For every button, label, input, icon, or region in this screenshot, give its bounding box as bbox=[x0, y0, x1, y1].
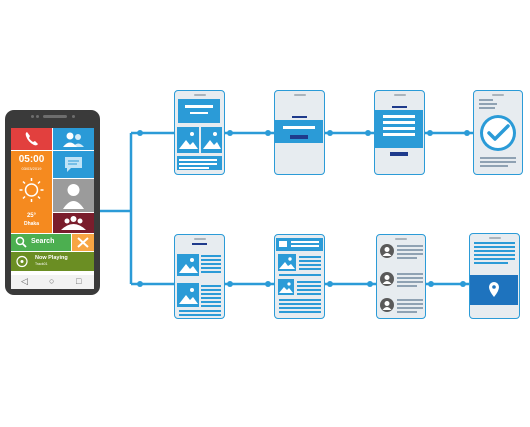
contacts-icon bbox=[63, 132, 84, 147]
clock-time: 05:00 bbox=[18, 154, 45, 165]
home-icon[interactable]: ○ bbox=[49, 276, 55, 286]
image-icon bbox=[201, 127, 222, 153]
phone-icon bbox=[25, 132, 38, 146]
group-tile[interactable] bbox=[53, 213, 94, 233]
front-camera bbox=[72, 115, 75, 118]
wireframe-success-screen bbox=[473, 90, 523, 175]
search-label: Search bbox=[31, 238, 55, 245]
now-playing-track: Track01 bbox=[35, 262, 48, 266]
user-icon bbox=[63, 184, 84, 209]
wireframe-contacts-list-screen bbox=[376, 234, 426, 319]
city-name: Dhaka bbox=[23, 221, 39, 227]
phone-nav-bar: ◁ ○ □ bbox=[11, 275, 94, 289]
home-screen: 05:00 03/03/2019 25° Dhaka bbox=[11, 128, 94, 275]
wireframe-map-screen bbox=[469, 233, 520, 319]
checkmark-icon bbox=[480, 115, 516, 151]
image-icon bbox=[278, 254, 296, 271]
search-button[interactable]: Search bbox=[11, 234, 71, 251]
tools-icon bbox=[77, 237, 89, 248]
map-area bbox=[470, 275, 518, 305]
camera-dot bbox=[31, 115, 34, 118]
wireframe-form-screen bbox=[374, 90, 425, 175]
now-playing-bar[interactable]: Now Playing Track01 bbox=[11, 252, 94, 271]
main-phone: 05:00 03/03/2019 25° Dhaka bbox=[5, 110, 100, 295]
contacts-tile[interactable] bbox=[53, 128, 94, 150]
map-pin-icon bbox=[489, 282, 499, 297]
wireframe-gallery-screen bbox=[174, 90, 225, 175]
wireframe-article-screen bbox=[174, 234, 225, 319]
group-icon bbox=[61, 216, 86, 230]
back-icon[interactable]: ◁ bbox=[21, 276, 28, 286]
wireframe-login-screen bbox=[274, 90, 325, 175]
message-tile[interactable] bbox=[53, 151, 94, 178]
speaker-grill bbox=[43, 115, 67, 118]
clock-weather-tile[interactable]: 05:00 03/03/2019 25° Dhaka bbox=[11, 151, 52, 233]
avatar-icon bbox=[380, 298, 394, 312]
image-icon bbox=[177, 127, 199, 153]
avatar-icon bbox=[380, 272, 394, 286]
clock-date: 03/03/2019 bbox=[21, 166, 42, 171]
wireframe-newsfeed-screen bbox=[274, 234, 325, 319]
tools-tile[interactable] bbox=[72, 234, 94, 251]
now-playing-title: Now Playing bbox=[35, 255, 68, 261]
music-icon bbox=[16, 255, 28, 268]
profile-tile[interactable] bbox=[53, 179, 94, 212]
message-icon bbox=[65, 157, 82, 172]
image-icon bbox=[278, 279, 294, 295]
phone-tile[interactable] bbox=[11, 128, 52, 150]
avatar-icon bbox=[380, 244, 394, 258]
image-icon bbox=[177, 283, 199, 307]
search-icon bbox=[15, 236, 27, 248]
image-icon bbox=[177, 254, 199, 276]
sensor-dot bbox=[36, 115, 39, 118]
temperature: 25° bbox=[26, 213, 37, 219]
sun-icon bbox=[19, 178, 44, 202]
recents-icon[interactable]: □ bbox=[76, 276, 82, 286]
